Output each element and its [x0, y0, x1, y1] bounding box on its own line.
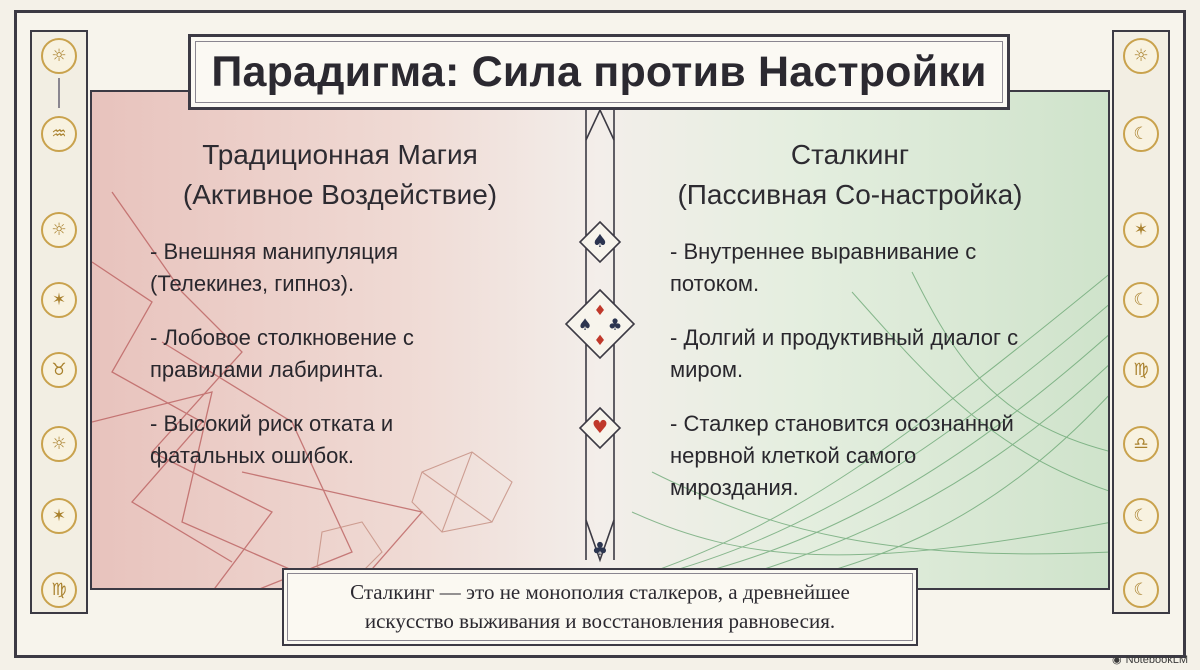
- list-item: - Высокий риск отката и фатальных ошибок…: [150, 411, 394, 468]
- sun-icon: ☼: [41, 212, 77, 248]
- title-banner: Парадигма: Сила против Настройки: [188, 34, 1010, 110]
- right-bullet-list: - Внутреннее выравнивание с потоком. - Д…: [670, 236, 1050, 526]
- spade-icon: ♠: [577, 315, 593, 334]
- list-item: - Внутреннее выравнивание с потоком.: [670, 239, 977, 296]
- star-icon: ✶: [41, 498, 77, 534]
- list-item: - Долгий и продуктивный диалог с миром.: [670, 325, 1019, 382]
- right-decorative-band: ☼ ☾ ✶ ☾ ♍ ♎ ☾ ☾: [1112, 30, 1170, 614]
- virgo-icon: ♍: [41, 572, 77, 608]
- diamond-icon: ♦: [593, 333, 607, 349]
- left-decorative-band: ☼ ♒ ☼ ✶ ♉ ☼ ✶ ♍: [30, 30, 88, 614]
- list-item: - Сталкер становится осознанной нервной …: [670, 411, 1014, 500]
- notebooklm-logo-icon: ◉: [1112, 654, 1122, 666]
- sun-icon: ☼: [41, 426, 77, 462]
- heart-icon: ♥: [591, 417, 609, 438]
- quote-box: Сталкинг — это не монополия сталкеров, а…: [282, 568, 918, 646]
- club-icon: ♣: [591, 539, 609, 560]
- watermark: ◉ NotebookLM: [1112, 653, 1188, 667]
- star-icon: ✶: [41, 282, 77, 318]
- aquarius-icon: ♒: [41, 116, 77, 152]
- libra-icon: ♎: [1123, 426, 1159, 462]
- star-icon: ✶: [1123, 212, 1159, 248]
- sun-icon: ☼: [1123, 38, 1159, 74]
- diamond-icon: ♦: [593, 303, 607, 319]
- moon-icon: ☾: [1123, 282, 1159, 318]
- moon-icon: ☾: [1123, 116, 1159, 152]
- watermark-text: NotebookLM: [1125, 653, 1188, 666]
- spade-icon: ♠: [591, 231, 609, 252]
- band-divider: [58, 78, 60, 108]
- taurus-icon: ♉: [41, 352, 77, 388]
- moon-icon: ☾: [1123, 572, 1159, 608]
- left-heading-line1: Традиционная Магия: [202, 139, 478, 170]
- right-column-heading: Сталкинг (Пассивная Со-настройка): [640, 135, 1060, 215]
- crystal-shapes: [316, 451, 513, 583]
- quote-line2: искусство выживания и восстановления рав…: [364, 609, 836, 633]
- page-title: Парадигма: Сила против Настройки: [211, 47, 987, 96]
- moon-icon: ☾: [1123, 498, 1159, 534]
- red-geometric-lines: [92, 191, 424, 588]
- virgo-icon: ♍: [1123, 352, 1159, 388]
- quote-line1: Сталкинг — это не монополия сталкеров, а…: [350, 580, 850, 604]
- list-item: - Внешняя манипуляция (Телекинез, гипноз…: [150, 239, 399, 296]
- left-heading-line2: (Активное Воздействие): [182, 179, 498, 210]
- club-icon: ♣: [607, 315, 623, 334]
- right-heading-line1: Сталкинг: [790, 139, 910, 170]
- list-item: - Лобовое столкновение с правилами лабир…: [150, 325, 414, 382]
- sun-icon: ☼: [41, 38, 77, 74]
- left-column-heading: Традиционная Магия (Активное Воздействие…: [130, 135, 550, 215]
- right-heading-line2: (Пассивная Со-настройка): [677, 179, 1023, 210]
- left-bullet-list: - Внешняя манипуляция (Телекинез, гипноз…: [150, 236, 490, 494]
- quote-text: Сталкинг — это не монополия сталкеров, а…: [350, 578, 850, 636]
